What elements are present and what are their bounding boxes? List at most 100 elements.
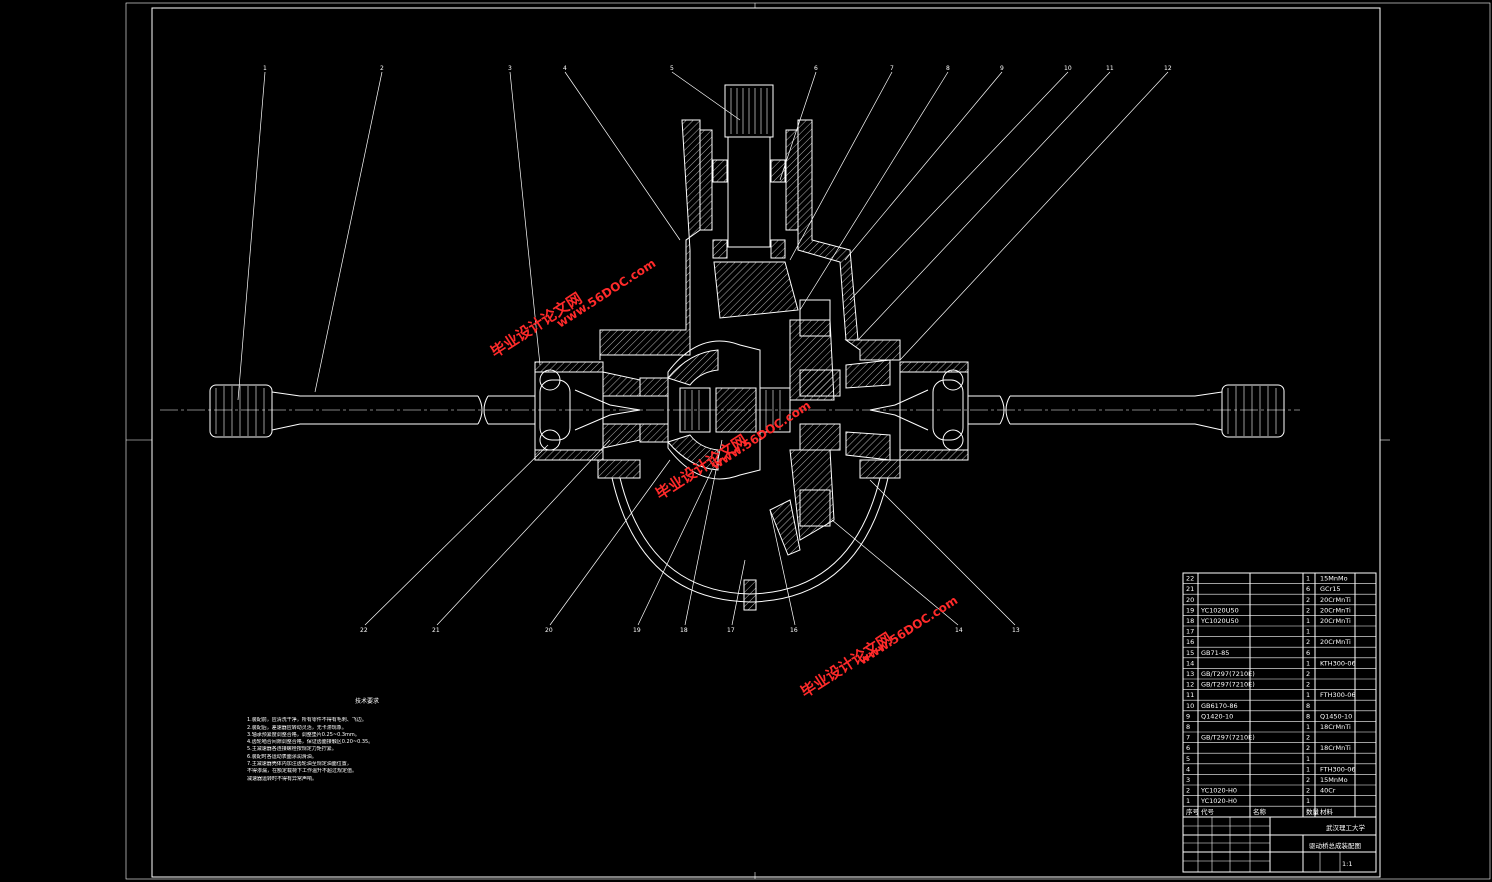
- bom-cell-mat: 18CrMnTi: [1320, 723, 1351, 731]
- callout-2: 2: [380, 65, 384, 72]
- bom-cell-qty: 1: [1306, 691, 1310, 699]
- bom-cell-qty: 2: [1306, 606, 1310, 614]
- bom-cell-mat: Q1450-10: [1320, 712, 1352, 720]
- pinion-gear: [713, 261, 799, 319]
- notes-title: 技术要求: [354, 698, 379, 705]
- drawing-scale: 1:1: [1342, 860, 1352, 868]
- bom-cell-no: 9: [1186, 712, 1190, 720]
- bom-cell-qty: 6: [1306, 585, 1310, 593]
- bom-cell-qty: 2: [1306, 638, 1310, 646]
- bom-cell-no: 3: [1186, 776, 1190, 784]
- note-line: 不得渗漏，在额定载荷下工作温升不超过规定值。: [247, 768, 358, 775]
- differential-case: [639, 340, 891, 480]
- bom-cell-no: 15: [1186, 649, 1194, 657]
- bom-cell-qty: 2: [1306, 670, 1310, 678]
- school-name: 武汉理工大学: [1326, 823, 1366, 832]
- bom-cell-qty: 8: [1306, 702, 1310, 710]
- bom-cell-qty: 2: [1306, 734, 1310, 742]
- callout-17: 17: [727, 627, 735, 634]
- callout-8: 8: [946, 65, 950, 72]
- bom-cell-code: GB/T297(7210E): [1201, 670, 1255, 678]
- bom-cell-qty: 1: [1306, 575, 1310, 583]
- bom-cell-no: 1: [1186, 797, 1190, 805]
- note-line: 7.主减速器壳体内加注齿轮油至规定油面位置，: [247, 761, 352, 768]
- bom-cell-mat: 40Cr: [1320, 787, 1336, 795]
- bom-cell-mat: KTH300-06: [1320, 659, 1356, 667]
- bom-cell-no: 20: [1186, 596, 1194, 604]
- bom-cell-no: 10: [1186, 702, 1194, 710]
- note-line: 4.齿轮啮合间隙调整合格，保证齿面接触区0.20~0.35。: [247, 739, 374, 746]
- bom-cell-qty: 2: [1306, 787, 1310, 795]
- bom-cell-code: YC1020U50: [1200, 617, 1239, 625]
- bom-cell-no: 7: [1186, 734, 1190, 742]
- bom-cell-qty: 1: [1306, 659, 1310, 667]
- bom-cell-no: 19: [1186, 606, 1194, 614]
- bom-header-cell: 材料: [1320, 807, 1334, 816]
- bom-cell-qty: 6: [1306, 649, 1310, 657]
- callout-5: 5: [670, 65, 674, 72]
- bom-cell-no: 5: [1186, 755, 1190, 763]
- left-hub: [534, 361, 641, 461]
- bom-cell-no: 12: [1186, 681, 1194, 689]
- bom-cell-no: 11: [1186, 691, 1194, 699]
- bom-cell-no: 18: [1186, 617, 1194, 625]
- callout-10: 10: [1064, 65, 1072, 72]
- callout-4: 4: [563, 65, 567, 72]
- callout-18: 18: [680, 627, 688, 634]
- bom-header-cell: 代号: [1201, 807, 1215, 816]
- bom-cell-no: 21: [1186, 585, 1194, 593]
- callout-11: 11: [1106, 65, 1114, 72]
- bom-cell-qty: 1: [1306, 755, 1310, 763]
- bom-cell-qty: 1: [1306, 617, 1310, 625]
- bom-cell-no: 22: [1186, 575, 1194, 583]
- bom-cell-code: YC1020-H0: [1200, 797, 1237, 805]
- bom-cell-mat: 20CrMnTi: [1320, 606, 1351, 614]
- callout-22: 22: [360, 627, 368, 634]
- right-half-shaft: [968, 384, 1285, 438]
- bom-cell-qty: 1: [1306, 723, 1310, 731]
- bom-cell-qty: 1: [1306, 628, 1310, 636]
- bom-cell-code: YC1020U50: [1200, 606, 1239, 614]
- bom-header-cell: 名称: [1253, 807, 1267, 816]
- bom-cell-mat: 20CrMnTi: [1320, 638, 1351, 646]
- callout-16: 16: [790, 627, 798, 634]
- callouts-top: 1 2 3 4 5 6 7 8 9 10 11 12: [263, 65, 1172, 72]
- bom-cell-code: GB/T297(7210E): [1201, 734, 1255, 742]
- callout-13: 13: [1012, 627, 1020, 634]
- input-pinion-shaft: [699, 84, 799, 259]
- bom-cell-code: GB6170-86: [1201, 702, 1238, 710]
- watermark-url-3: www.56DOC.com: [856, 593, 960, 667]
- leader-lines: [237, 71, 1169, 626]
- outer-border: [125, 2, 1491, 880]
- technical-requirements: 技术要求 1.装配前，应清洗干净，所有零件不得有毛刺、飞边。 2.装配后，差速器…: [247, 698, 507, 783]
- bom-cell-qty: 1: [1306, 765, 1310, 773]
- bom-cell-mat: GCr15: [1320, 585, 1341, 593]
- callout-20: 20: [545, 627, 553, 634]
- bom-cell-no: 16: [1186, 638, 1194, 646]
- bom-header-cell: 数量: [1306, 807, 1320, 816]
- bom-cell-qty: 8: [1306, 712, 1310, 720]
- bom-cell-no: 13: [1186, 670, 1194, 678]
- note-line: 6.装配时各运动表面涂润滑油。: [247, 753, 317, 760]
- bom-cell-code: GB71-85: [1201, 649, 1229, 657]
- bom-cell-code: Q1420-10: [1201, 712, 1233, 720]
- note-line: 减速器运转时不得有异常声响。: [247, 775, 318, 782]
- callout-6: 6: [814, 65, 818, 72]
- title-block: 武汉理工大学 驱动桥总成装配图 1:1: [1182, 816, 1377, 873]
- bom-cell-qty: 2: [1306, 776, 1310, 784]
- drain-plug: [743, 579, 757, 611]
- main-housing: [597, 119, 901, 479]
- bom-cell-qty: 2: [1306, 681, 1310, 689]
- bom-cell-no: 4: [1186, 765, 1190, 773]
- bom-cell-mat: 15MnMo: [1320, 776, 1348, 784]
- callout-9: 9: [1000, 65, 1004, 72]
- bom-cell-mat: 20CrMnTi: [1320, 617, 1351, 625]
- bom-cell-no: 2: [1186, 787, 1190, 795]
- bom-cell-mat: 18CrMnTi: [1320, 744, 1351, 752]
- bom-cell-mat: FTH300-06: [1320, 765, 1356, 773]
- bom-cell-mat: 20CrMnTi: [1320, 596, 1351, 604]
- drawing-name: 驱动桥总成装配图: [1309, 841, 1361, 850]
- callout-3: 3: [508, 65, 512, 72]
